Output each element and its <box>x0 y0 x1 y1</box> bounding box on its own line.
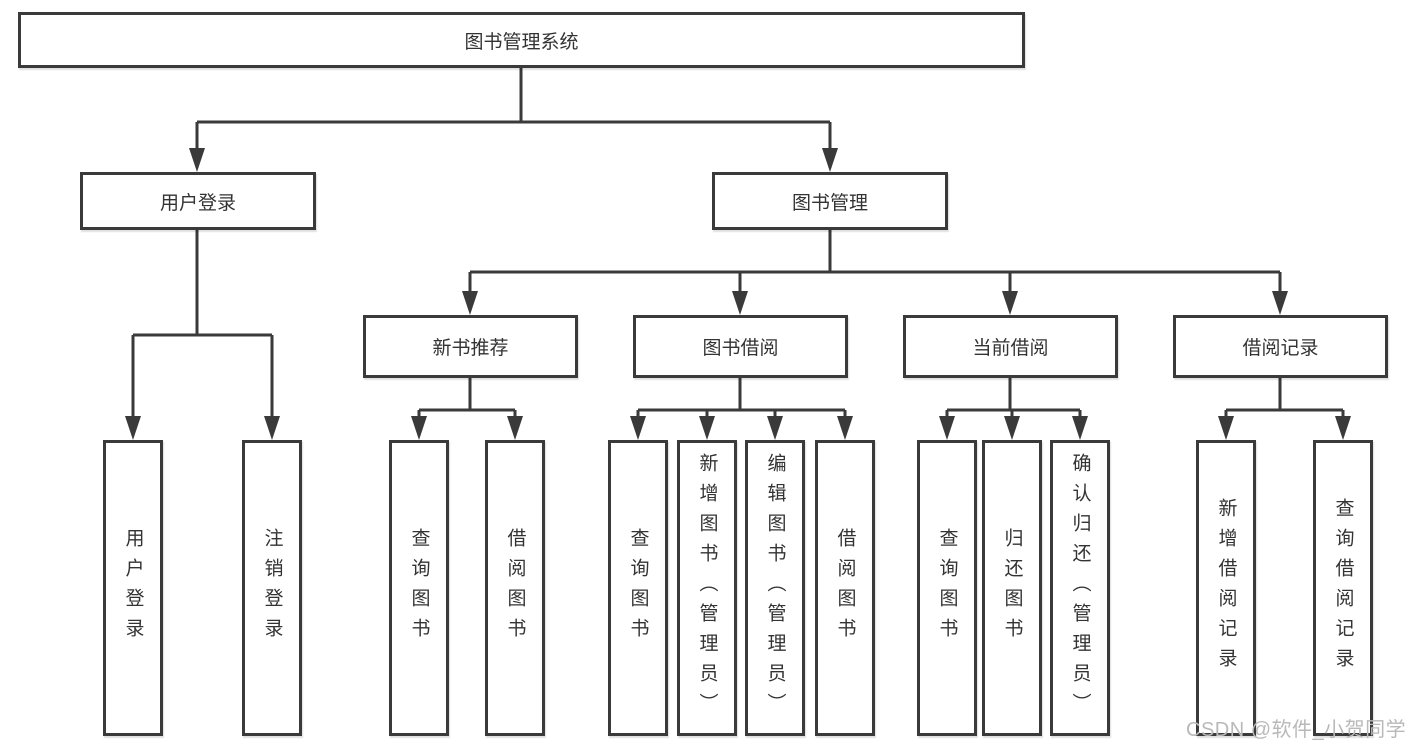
arrowhead <box>411 416 427 440</box>
arrowhead <box>630 416 646 440</box>
csdn-watermark: CSDN @软件_小贺同学 <box>1186 719 1405 741</box>
leaf-add-book-admin: 新增图书（管理员） <box>677 440 737 736</box>
arrowhead <box>822 148 838 172</box>
leaf-query-books-recommend: 查询图书 <box>389 440 449 736</box>
leaf-borrow-books: 借阅图书 <box>815 440 875 736</box>
arrowhead <box>189 148 205 172</box>
leaf-add-borrow-record: 新增借阅记录 <box>1196 440 1256 736</box>
arrowhead <box>1072 416 1088 440</box>
arrowhead <box>264 416 280 440</box>
arrowhead <box>1002 291 1018 315</box>
node-current-borrow: 当前借阅 <box>903 315 1118 378</box>
node-book-management: 图书管理 <box>712 172 948 230</box>
leaf-return-book: 归还图书 <box>982 440 1042 736</box>
leaf-query-books-current: 查询图书 <box>917 440 977 736</box>
arrowhead <box>732 291 748 315</box>
arrowhead <box>1335 416 1351 440</box>
arrowhead <box>837 416 853 440</box>
node-user-login: 用户登录 <box>80 172 316 230</box>
arrowhead <box>462 291 478 315</box>
arrowhead <box>1218 416 1234 440</box>
leaf-query-books-borrow: 查询图书 <box>608 440 668 736</box>
arrowhead <box>939 416 955 440</box>
leaf-confirm-return-admin: 确认归还（管理员） <box>1050 440 1110 736</box>
leaf-edit-book-admin: 编辑图书（管理员） <box>745 440 805 736</box>
arrowhead <box>1004 416 1020 440</box>
leaf-borrow-books-recommend: 借阅图书 <box>485 440 545 736</box>
arrowhead <box>125 416 141 440</box>
leaf-user-login: 用户登录 <box>103 440 163 736</box>
arrowhead <box>699 416 715 440</box>
leaf-query-borrow-record: 查询借阅记录 <box>1313 440 1373 736</box>
arrowheads <box>125 148 1351 440</box>
arrowhead <box>767 416 783 440</box>
node-new-book-recommend: 新书推荐 <box>363 315 578 378</box>
leaf-logout: 注销登录 <box>242 440 302 736</box>
arrowhead <box>507 416 523 440</box>
arrowhead <box>1272 291 1288 315</box>
connector-paths <box>131 68 1345 436</box>
node-root-system: 图书管理系统 <box>18 12 1025 68</box>
node-borrow-records: 借阅记录 <box>1173 315 1388 378</box>
node-book-borrow: 图书借阅 <box>633 315 848 378</box>
